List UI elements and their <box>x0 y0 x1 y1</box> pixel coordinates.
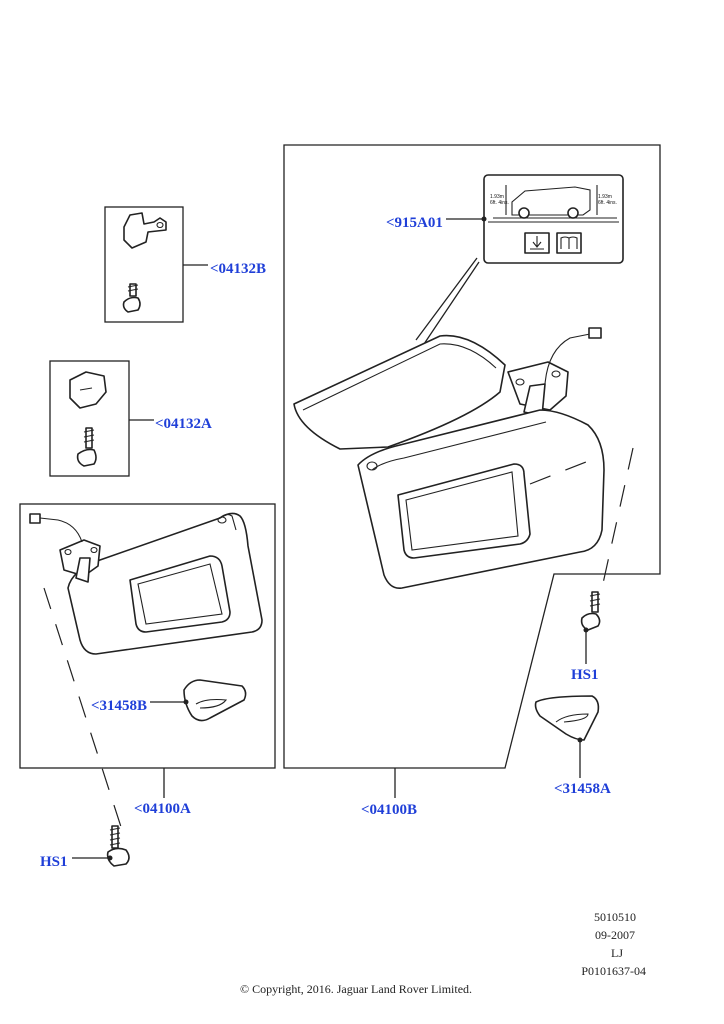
callout-04100a[interactable]: <04100A <box>134 801 191 817</box>
callout-31458a[interactable]: <31458A <box>554 781 611 797</box>
footer-author: LJ <box>611 946 623 960</box>
sun-visor-left[interactable] <box>29 512 263 655</box>
footer-ref1: 5010510 <box>594 910 636 924</box>
decal-height-right-imperial: 6ft. 4ins. <box>598 200 617 206</box>
clip-31458a[interactable] <box>534 695 600 741</box>
footer-ref2: P0101637-04 <box>581 964 646 978</box>
callout-04132a[interactable]: <04132A <box>155 416 212 432</box>
clip-31458b[interactable] <box>183 679 247 722</box>
decal-height-right: 1.93m <box>598 194 612 200</box>
label-decal[interactable]: 1.93m 6ft. 4ins. 1.93m 6ft. 4ins. <box>483 174 624 264</box>
assembly-box-04100a <box>19 503 276 769</box>
callout-hs1-left[interactable]: HS1 <box>40 854 68 870</box>
assembly-box-04100b <box>283 144 661 769</box>
callout-hs1-right[interactable]: HS1 <box>571 667 599 683</box>
footer-date: 09-2007 <box>595 928 635 942</box>
screw-hs1-left[interactable] <box>106 825 130 867</box>
bracket-04132a[interactable] <box>69 371 107 467</box>
footer-copyright: © Copyright, 2016. Jaguar Land Rover Lim… <box>240 982 472 996</box>
callout-04100b[interactable]: <04100B <box>361 802 417 818</box>
callout-04132b[interactable]: <04132B <box>210 261 266 277</box>
decal-height-left: 1.93m <box>490 194 504 200</box>
callout-31458b[interactable]: <31458B <box>91 698 147 714</box>
assembly-box-04132a <box>49 360 130 477</box>
decal-height-left-imperial: 6ft. 4ins. <box>490 200 509 206</box>
callout-915a01[interactable]: <915A01 <box>386 215 443 231</box>
bracket-04132b[interactable] <box>122 212 167 313</box>
screw-hs1-right[interactable] <box>580 591 601 631</box>
sun-visor-right[interactable] <box>293 327 605 590</box>
